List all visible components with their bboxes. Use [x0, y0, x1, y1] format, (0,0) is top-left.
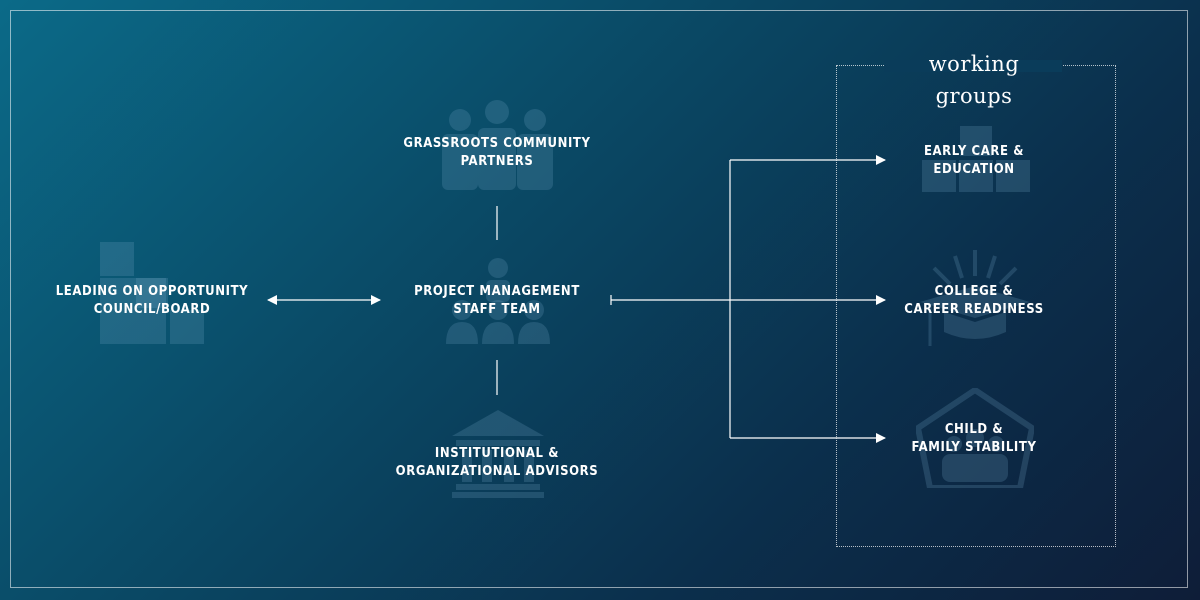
- council-label: LEADING ON OPPORTUNITY COUNCIL/BOARD: [52, 283, 252, 319]
- family-label: CHILD & FAMILY STABILITY: [894, 421, 1054, 457]
- early-care-label-line2: EDUCATION: [933, 162, 1015, 177]
- pm-label-line2: STAFF TEAM: [453, 302, 541, 317]
- early-care-label-line1: EARLY CARE &: [923, 144, 1025, 159]
- building-blocks-icon: [100, 242, 204, 344]
- council-label-line2: COUNCIL/BOARD: [93, 302, 211, 317]
- college-label-line2: CAREER READINESS: [904, 302, 1044, 317]
- family-label-line1: CHILD &: [944, 422, 1004, 437]
- grassroots-label: GRASSROOTS COMMUNITY PARTNERS: [397, 135, 597, 171]
- grassroots-label-line2: PARTNERS: [460, 154, 534, 169]
- graduation-cap-icon: [920, 250, 1030, 346]
- advisors-label: INSTITUTIONAL & ORGANIZATIONAL ADVISORS: [387, 445, 607, 481]
- college-label-line1: COLLEGE &: [934, 284, 1014, 299]
- grassroots-label-line1: GRASSROOTS COMMUNITY: [403, 136, 591, 151]
- family-label-line2: FAMILY STABILITY: [911, 440, 1037, 455]
- alphabet-blocks-icon: [922, 126, 1030, 192]
- house-family-icon: [916, 388, 1034, 488]
- advisors-label-line2: ORGANIZATIONAL ADVISORS: [395, 464, 599, 479]
- early-care-label: EARLY CARE & EDUCATION: [894, 143, 1054, 179]
- team-people-icon: [446, 258, 550, 344]
- pm-label: PROJECT MANAGEMENT STAFF TEAM: [397, 283, 597, 319]
- advisors-label-line1: INSTITUTIONAL &: [434, 446, 560, 461]
- outer-frame: [10, 10, 1188, 588]
- college-label: COLLEGE & CAREER READINESS: [894, 283, 1054, 319]
- working-groups-title: working groups: [928, 52, 1020, 108]
- institution-building-icon: [452, 410, 544, 498]
- community-people-icon: [442, 100, 553, 190]
- pm-label-line1: PROJECT MANAGEMENT: [414, 284, 580, 299]
- council-label-line1: LEADING ON OPPORTUNITY: [55, 284, 249, 299]
- working-groups-title-mask: [884, 60, 1062, 72]
